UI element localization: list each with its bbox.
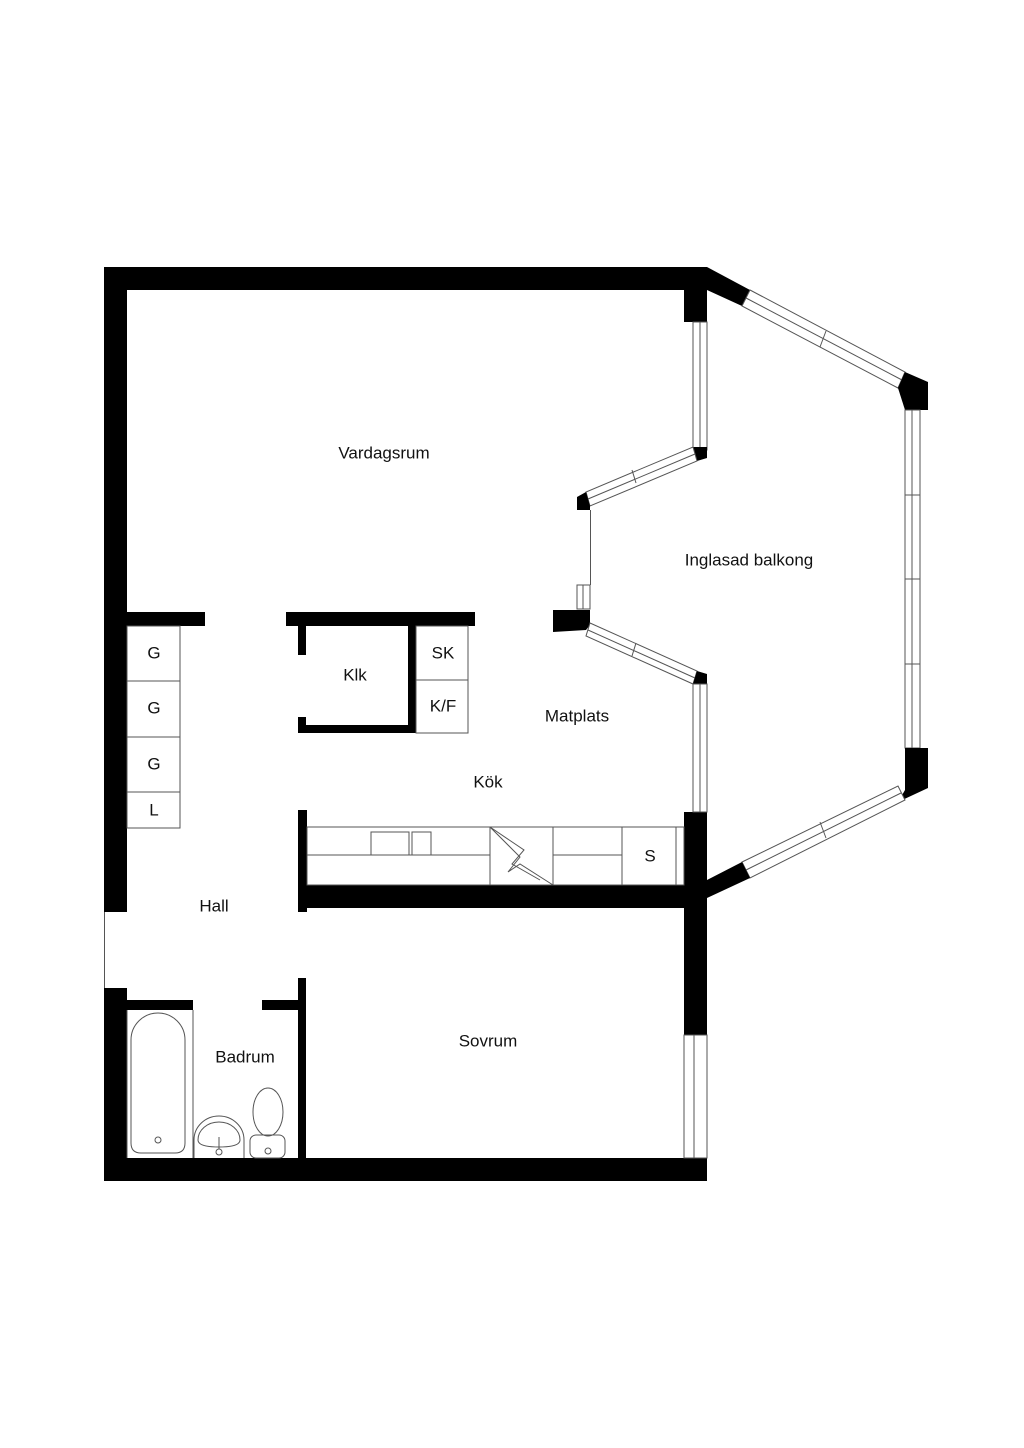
wall-right-bedroom — [684, 895, 707, 1035]
sink-basin — [411, 831, 432, 856]
walls — [104, 267, 708, 1181]
closet-label: G — [147, 698, 160, 717]
dishwasher-icon — [489, 826, 554, 886]
kf-label: K/F — [430, 696, 456, 715]
wall-kitchen-bedroom — [306, 885, 707, 908]
closets: G G G L — [126, 625, 181, 829]
room-label-klk: Klk — [343, 665, 367, 684]
balcony-structure — [553, 267, 928, 898]
room-label-sovrum: Sovrum — [459, 1031, 518, 1050]
kitchen-counter: S — [306, 826, 685, 886]
wall-left-upper — [104, 267, 127, 912]
wall-bottom — [104, 1158, 707, 1181]
room-label-balkong: Inglasad balkong — [685, 550, 814, 569]
wall-bath-top — [262, 1000, 302, 1010]
sk-label: SK — [432, 643, 455, 662]
stove-label: S — [644, 846, 655, 865]
bathroom-fixtures — [126, 1010, 286, 1159]
bathtub-icon — [130, 1012, 186, 1154]
wall-klk-top — [286, 612, 475, 626]
room-label-vardagsrum: Vardagsrum — [338, 443, 429, 462]
room-label-badrum: Badrum — [215, 1047, 275, 1066]
room-label-hall: Hall — [199, 896, 228, 915]
room-labels: Vardagsrum Inglasad balkong Klk Matplats… — [199, 443, 813, 1066]
washbasin-icon — [193, 1115, 245, 1158]
wall-left-lower — [104, 988, 127, 1181]
wall-corner-top — [684, 290, 707, 322]
wall-bedroom-left — [298, 978, 306, 1158]
room-label-matplats: Matplats — [545, 706, 609, 725]
wall-kitchen-stub — [298, 810, 307, 912]
closet-label: G — [147, 643, 160, 662]
room-label-kok: Kök — [473, 772, 503, 791]
wall-closet — [127, 612, 205, 626]
appliance-cabinets: SK K/F — [415, 625, 469, 734]
wall-kitchen-right — [684, 812, 707, 895]
closet-label: L — [149, 800, 158, 819]
wall-klk-right — [408, 626, 416, 733]
closet-label: G — [147, 754, 160, 773]
sink-basin — [370, 831, 410, 856]
wall-bath-top — [127, 1000, 193, 1010]
wall-klk-stub — [298, 626, 306, 655]
wall-klk-bottom — [298, 725, 416, 733]
wall-top — [104, 267, 707, 290]
toilet-icon — [252, 1087, 284, 1137]
window-bedroom — [683, 1034, 708, 1159]
